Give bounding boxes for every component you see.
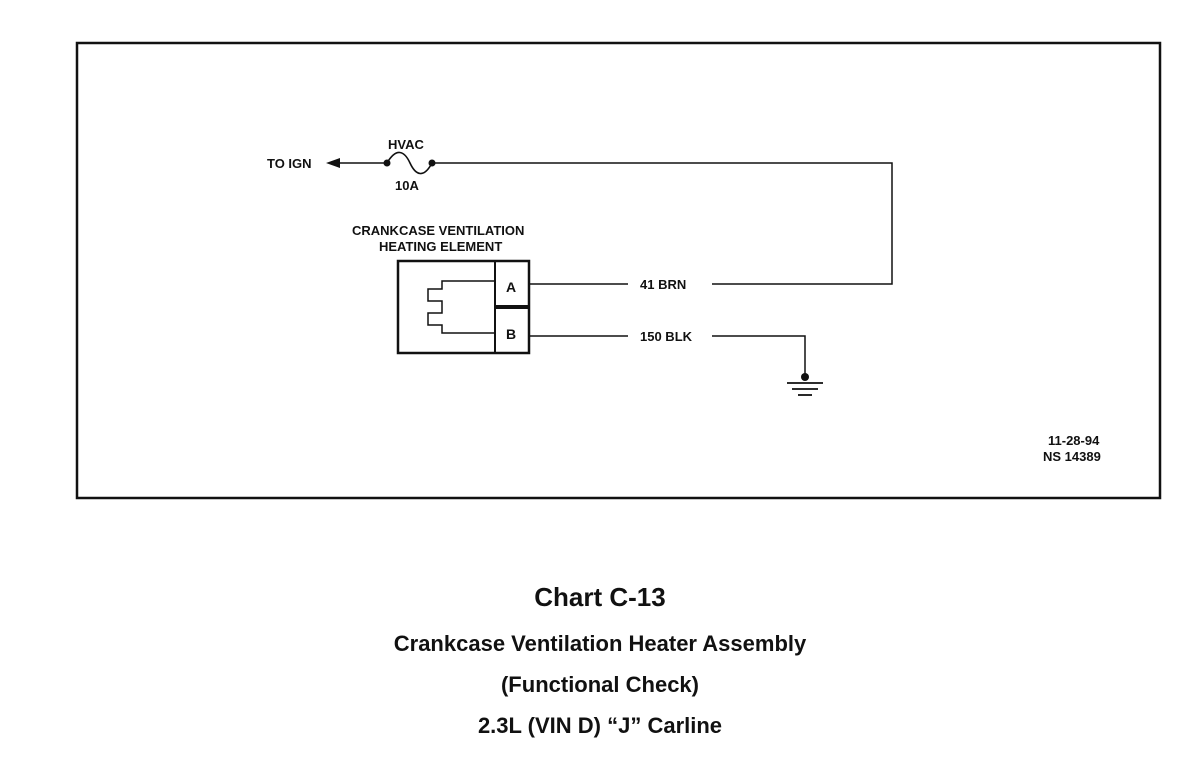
to-ign-label: TO IGN	[267, 156, 312, 171]
wire-150-blk-right	[712, 335, 806, 377]
fuse-name-label: HVAC	[388, 137, 424, 152]
diagram-date: 11-28-94	[1048, 433, 1100, 448]
component-label-line2: HEATING ELEMENT	[379, 239, 502, 254]
arrow-left-icon	[326, 158, 384, 168]
diagram-frame	[75, 41, 1162, 500]
chart-title: Chart C-13	[534, 582, 666, 612]
wire-a-label: 41 BRN	[640, 277, 686, 292]
fuse-rating-label: 10A	[395, 178, 419, 193]
drawing-number: NS 14389	[1043, 449, 1101, 464]
caption-vehicle: 2.3L (VIN D) “J” Carline	[477, 713, 723, 738]
caption-check-type: (Functional Check)	[500, 672, 699, 697]
heating-element-icon	[427, 280, 495, 334]
ground-icon	[787, 373, 823, 396]
fuse-icon	[383, 151, 436, 175]
wire-b-label: 150 BLK	[640, 329, 693, 344]
pin-b-label: B	[506, 326, 516, 342]
caption-subtitle: Crankcase Ventilation Heater Assembly	[393, 631, 807, 656]
wire-41-brn-upper	[432, 162, 893, 285]
pin-a-label: A	[506, 279, 516, 295]
component-label-line1: CRANKCASE VENTILATION	[352, 223, 524, 238]
